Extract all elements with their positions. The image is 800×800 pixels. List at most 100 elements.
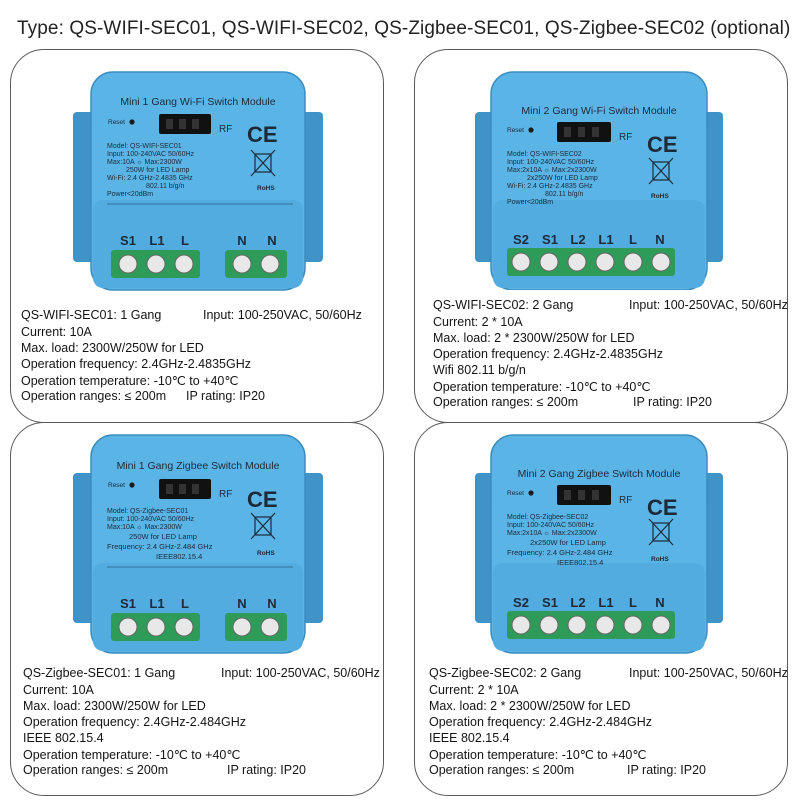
device-header: Mini 1 Gang Zigbee Switch Module xyxy=(117,460,280,472)
spec-line: Input: 100-240VAC 50/60Hz xyxy=(507,159,595,166)
weee-bin-icon xyxy=(250,512,276,540)
terminal-label: S1 xyxy=(542,232,558,247)
range-spec: Operation ranges: ≤ 200m xyxy=(23,763,169,777)
device-header: Mini 1 Gang Wi-Fi Switch Module xyxy=(120,96,275,108)
product-card-wifi-2gang: Mini 2 Gang Wi-Fi Switch Module Reset RF… xyxy=(414,49,788,423)
spec-line: 802.11 b/g/n xyxy=(146,183,185,190)
spec-line: Input: 100-240VAC 50/60Hz xyxy=(507,522,595,529)
spec-line: Wi-Fi: 2.4 GHz-2.4835 GHz xyxy=(107,175,193,182)
protocol-spec: IEEE 802.15.4 xyxy=(23,731,104,745)
spec-line: Power<20dBm xyxy=(107,191,153,198)
terminal-label: N xyxy=(237,233,246,248)
terminal-block xyxy=(507,611,675,639)
terminal-label: L1 xyxy=(598,595,613,610)
spec-line: IEEE802.15.4 xyxy=(557,558,603,567)
spec-line: 250W for LED Lamp xyxy=(126,167,190,174)
terminal-block xyxy=(111,250,287,278)
load-spec: Max. load: 2 * 2300W/250W for LED xyxy=(433,331,635,345)
spec-line: Model: QS-WIFI-SEC01 xyxy=(107,143,182,150)
range-spec: Operation ranges: ≤ 200m xyxy=(433,395,579,409)
load-spec: Max. load: 2 * 2300W/250W for LED xyxy=(429,699,631,713)
switch-module-image: Mini 1 Gang Wi-Fi Switch Module Reset RF… xyxy=(73,71,323,291)
rf-label: RF xyxy=(619,132,632,143)
spec-line: Max:2x10A ☼ Max:2x2300W xyxy=(507,167,597,174)
spec-line: Power<20dBm xyxy=(507,199,553,206)
current-spec: Current: 10A xyxy=(23,683,94,697)
frequency-spec: Operation frequency: 2.4GHz-2.484GHz xyxy=(23,715,247,729)
terminal-label: L1 xyxy=(149,233,164,248)
terminal-label: S1 xyxy=(542,595,558,610)
temperature-spec: Operation temperature: -10℃ to +40℃ xyxy=(21,374,239,388)
terminal-label: L xyxy=(629,595,637,610)
spec-line: 2x250W for LED Lamp xyxy=(527,175,598,182)
reset-hole xyxy=(129,482,135,488)
terminal-block xyxy=(507,248,675,276)
terminal-label: S1 xyxy=(120,596,136,611)
model-gang: QS-WIFI-SEC02: 2 Gang xyxy=(433,298,574,312)
load-spec: Max. load: 2300W/250W for LED xyxy=(21,341,204,355)
terminal-block xyxy=(111,613,287,641)
spec-line: 2x250W for LED Lamp xyxy=(530,538,606,547)
spec-line: Model: QS-Zigbee-SEC02 xyxy=(507,514,588,521)
spec-line: 250W for LED Lamp xyxy=(129,532,197,541)
terminal-label: N xyxy=(237,596,246,611)
switch-module-image: Mini 2 Gang Wi-Fi Switch Module Reset RF… xyxy=(475,71,723,290)
rohs-mark: RoHS xyxy=(257,185,275,192)
ce-mark: CE xyxy=(247,487,278,512)
terminal-label: N xyxy=(267,233,276,248)
terminal-label: L1 xyxy=(149,596,164,611)
terminal-label: S1 xyxy=(120,233,136,248)
terminal-label: L xyxy=(629,232,637,247)
temperature-spec: Operation temperature: -10℃ to +40℃ xyxy=(433,380,651,394)
spec-line: Model: QS-WIFI-SEC02 xyxy=(507,151,582,158)
spec-line: Frequency: 2.4 GHz-2.484 GHz xyxy=(507,548,613,557)
terminal-label: S2 xyxy=(513,232,529,247)
input-spec: Input: 100-250VAC, 50/60Hz xyxy=(629,666,788,680)
spec-line: Max:2x10A ☼ Max:2x2300W xyxy=(507,530,597,537)
terminal-label: N xyxy=(655,595,664,610)
switch-module-image: Mini 2 Gang Zigbee Switch Module Reset R… xyxy=(475,434,723,654)
terminal-label: L1 xyxy=(598,232,613,247)
rohs-mark: RoHS xyxy=(651,556,669,563)
temperature-spec: Operation temperature: -10℃ to +40℃ xyxy=(23,748,241,762)
load-spec: Max. load: 2300W/250W for LED xyxy=(23,699,206,713)
spec-line: Max:10A ☼ Max:2300W xyxy=(107,159,182,166)
terminal-label: N xyxy=(267,596,276,611)
ip-rating: IP rating: IP20 xyxy=(186,389,265,403)
terminal-label: L xyxy=(181,233,189,248)
range-spec: Operation ranges: ≤ 200m xyxy=(429,763,575,777)
terminal-label: L2 xyxy=(570,595,585,610)
spec-line: Frequency: 2.4 GHz-2.484 GHz xyxy=(107,542,213,551)
terminal-label: L2 xyxy=(570,232,585,247)
device-header: Mini 2 Gang Zigbee Switch Module xyxy=(518,468,681,480)
reset-label: Reset xyxy=(507,490,524,497)
ce-mark: CE xyxy=(647,132,678,157)
reset-hole xyxy=(528,490,534,496)
reset-hole xyxy=(129,119,135,125)
frequency-spec: Operation frequency: 2.4GHz-2.484GHz xyxy=(429,715,653,729)
protocol-spec: IEEE 802.15.4 xyxy=(429,731,510,745)
spec-line: IEEE802.15.4 xyxy=(156,552,202,561)
weee-bin-icon xyxy=(648,518,674,546)
current-spec: Current: 2 * 10A xyxy=(429,683,519,697)
frequency-spec: Operation frequency: 2.4GHz-2.4835GHz xyxy=(21,357,251,371)
spec-line: 802.11 b/g/n xyxy=(545,191,584,198)
terminal-label: L xyxy=(181,596,189,611)
reset-label: Reset xyxy=(108,482,125,489)
protocol-spec: Wifi 802.11 b/g/n xyxy=(433,363,526,377)
product-card-zigbee-2gang: Mini 2 Gang Zigbee Switch Module Reset R… xyxy=(414,422,788,796)
current-spec: Current: 10A xyxy=(21,325,92,339)
reset-label: Reset xyxy=(507,127,524,134)
terminal-label: N xyxy=(655,232,664,247)
rohs-mark: RoHS xyxy=(257,550,275,557)
weee-bin-icon xyxy=(648,157,674,185)
model-gang: QS-Zigbee-SEC02: 2 Gang xyxy=(429,666,582,680)
spec-line: Input: 100-240VAC 50/60Hz xyxy=(107,516,195,523)
spec-line: Max:10A ☼ Max:2300W xyxy=(107,524,182,531)
input-spec: Input: 100-250VAC, 50/60Hz xyxy=(221,666,380,680)
ip-rating: IP rating: IP20 xyxy=(627,763,706,777)
page-title: Type: QS-WIFI-SEC01, QS-WIFI-SEC02, QS-Z… xyxy=(17,18,791,39)
temperature-spec: Operation temperature: -10℃ to +40℃ xyxy=(429,748,647,762)
current-spec: Current: 2 * 10A xyxy=(433,315,523,329)
ce-mark: CE xyxy=(247,122,278,147)
